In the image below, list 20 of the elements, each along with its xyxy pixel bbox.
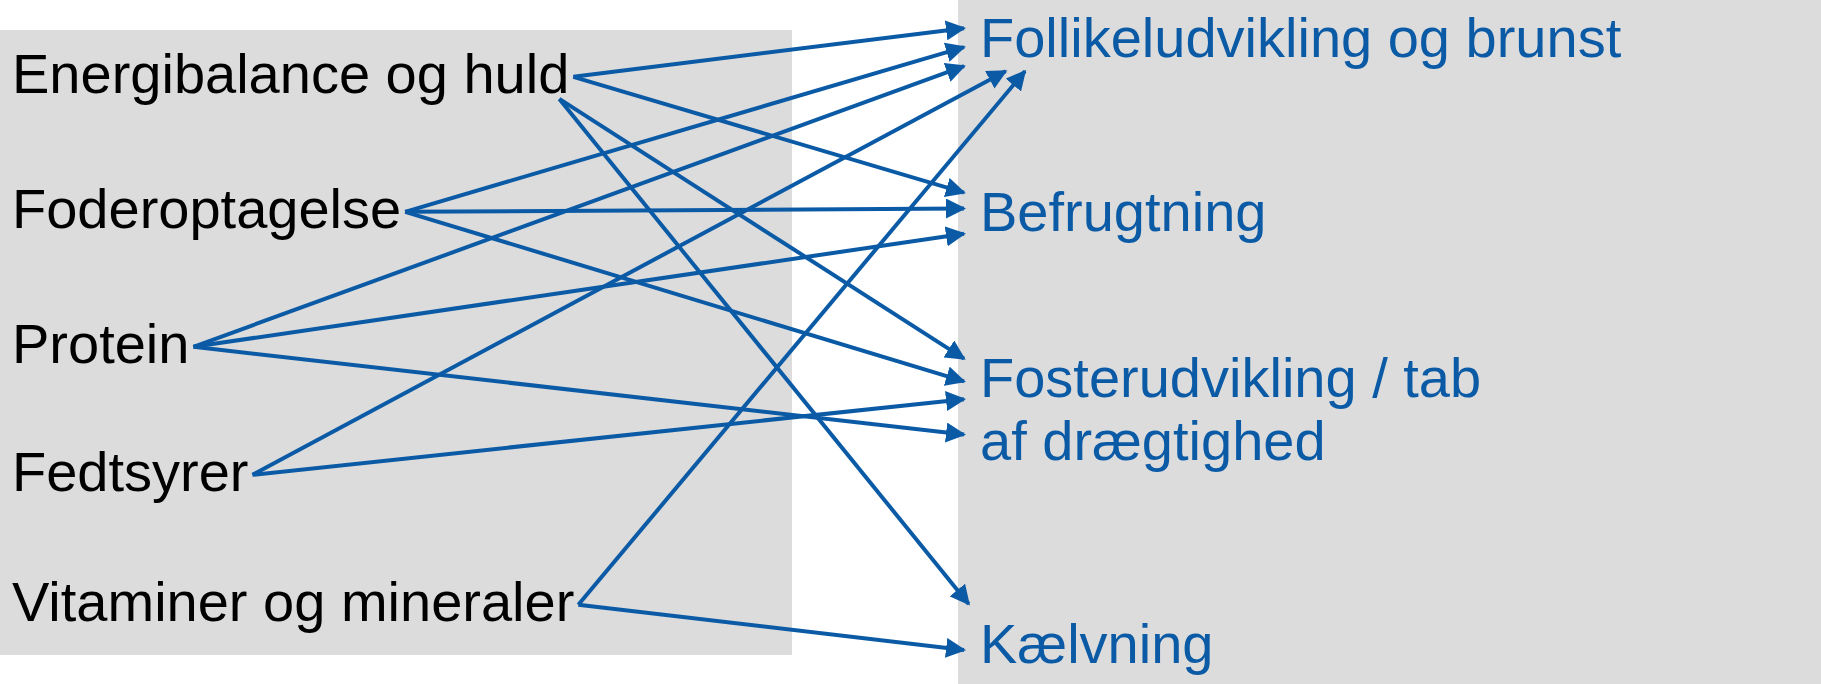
arrow: [576, 69, 1027, 607]
node-label: Energibalance og huld: [12, 42, 570, 106]
arrow: [252, 391, 966, 477]
node-label: Follikeludvikling og brunst: [980, 6, 1622, 70]
arrow: [405, 198, 966, 219]
arrow: [573, 20, 966, 79]
node-label: Vitaminer og mineraler: [12, 570, 575, 634]
arrow: [557, 97, 971, 606]
arrow: [572, 74, 966, 198]
arrow: [558, 97, 966, 361]
node-label: Foderoptagelse: [12, 177, 402, 241]
arrow: [193, 226, 966, 349]
node-label: Fosterudvikling / tab af drægtighed: [980, 346, 1483, 473]
node-label: Fedtsyrer: [12, 440, 249, 504]
arrow: [578, 602, 966, 658]
node-label: Kælvning: [980, 612, 1214, 676]
arrow: [404, 209, 966, 386]
node-label: Befrugtning: [980, 180, 1267, 244]
node-label: Protein: [12, 312, 190, 376]
arrow: [193, 344, 966, 443]
